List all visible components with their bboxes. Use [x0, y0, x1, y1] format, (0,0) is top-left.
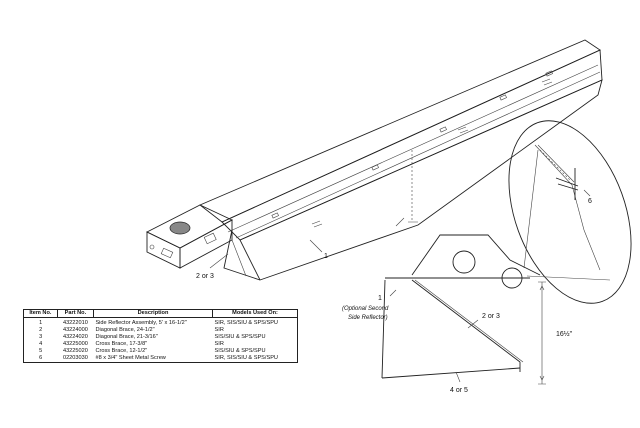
callout-screw: 6	[588, 198, 592, 205]
header-models: Models Used On:	[212, 309, 298, 318]
models: SIR, SIS/SIU & SPS/SPU	[214, 320, 278, 326]
models: SIR, SIS/SIU & SPS/SPU	[214, 355, 278, 361]
header-item-no: Item No.	[23, 309, 58, 318]
callout-part1-detail: 1	[378, 295, 382, 302]
description: Side Reflector Assembly, 5' x 16-1/2"	[95, 320, 187, 326]
callout-part1-main: 1	[324, 253, 328, 260]
table-row: 6 02203030 #8 x 3/4" Sheet Metal Screw S…	[24, 355, 298, 363]
optional-note-line1: (Optional Second	[342, 306, 389, 312]
screw-detail-view	[508, 120, 632, 304]
optional-note-line2: Side Reflector)	[348, 315, 388, 321]
ridge-clips	[271, 70, 553, 219]
models: SIR	[214, 341, 224, 347]
control-box	[145, 204, 234, 269]
description: Cross Brace, 12-1/2"	[95, 348, 148, 354]
part-no: 43224000	[62, 327, 88, 333]
table-row: 4 43225000 Cross Brace, 17-3/8" SIR	[24, 341, 298, 348]
description: #8 x 3/4" Sheet Metal Screw	[95, 355, 166, 361]
models: SIS/SIU & SPS/SPU	[214, 348, 266, 354]
table-row: 1 43222010 Side Reflector Assembly, 5' x…	[24, 318, 298, 328]
item-no: 1	[39, 320, 43, 326]
description: Cross Brace, 17-3/8"	[95, 341, 148, 347]
table-row: 5 43225020 Cross Brace, 12-1/2" SIS/SIU …	[24, 348, 298, 355]
table-row: 3 43224020 Diagonal Brace, 21-3/16" SIS/…	[24, 334, 298, 341]
part-no: 43222010	[62, 320, 88, 326]
description: Diagonal Brace, 21-3/16"	[95, 334, 158, 340]
models: SIS/SIU & SPS/SPU	[214, 334, 266, 340]
callout-cross-brace: 4 or 5	[450, 387, 468, 394]
part-no: 43225020	[62, 348, 88, 354]
description: Diagonal Brace, 24-1/2"	[95, 327, 155, 333]
header-description: Description	[92, 309, 214, 318]
part-no: 43224020	[62, 334, 88, 340]
callout-brace-main: 2 or 3	[196, 273, 214, 280]
parts-table-header: Item No. Part No. Description Models Use…	[23, 309, 298, 318]
parts-table: Item No. Part No. Description Models Use…	[23, 309, 298, 363]
models: SIR	[214, 327, 224, 333]
item-no: 5	[39, 348, 43, 354]
item-no: 6	[39, 355, 43, 361]
heater-assembly-view	[145, 39, 603, 281]
part-no: 43225000	[62, 341, 88, 347]
dimension-label: 16½"	[556, 330, 573, 338]
item-no: 2	[39, 327, 43, 333]
header-part-no: Part No.	[56, 309, 94, 318]
end-section-view	[381, 234, 546, 385]
part-no: 02203030	[62, 355, 88, 361]
item-no: 4	[39, 341, 43, 347]
item-no: 3	[39, 334, 43, 340]
table-row: 2 43224000 Diagonal Brace, 24-1/2" SIR	[24, 327, 298, 334]
callout-brace-detail: 2 or 3	[482, 313, 500, 320]
